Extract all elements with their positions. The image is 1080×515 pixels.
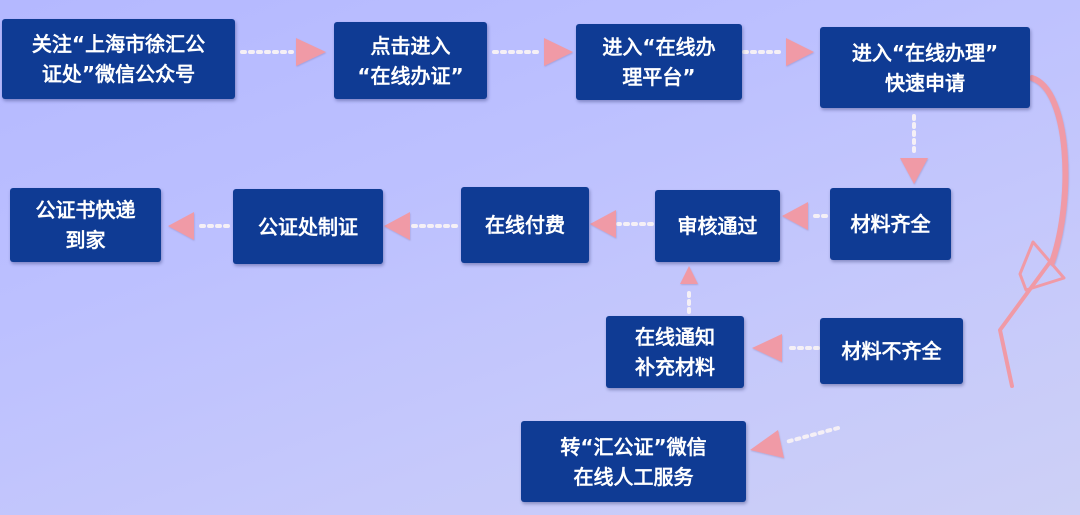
step-follow-account: 关注“上海市徐汇公 证处”微信公众号 — [2, 19, 235, 99]
arrow-click-to-platform — [492, 38, 573, 66]
arrow-notify-to-review — [680, 266, 698, 314]
step-follow-account-line-2: 证处”微信公众号 — [41, 62, 196, 86]
step-follow-account-line-1: 关注“上海市徐汇公 — [31, 32, 206, 56]
arrow-review-to-payment — [590, 210, 654, 238]
step-manual-service-line-2: 在线人工服务 — [573, 464, 694, 489]
step-notify-supplement: 在线通知 补充材料 — [606, 316, 744, 388]
step-certificate-made-label: 公证处制证 — [258, 214, 358, 239]
step-enter-platform-line-2: 理平台” — [622, 65, 696, 89]
step-online-payment-label: 在线付费 — [485, 213, 565, 237]
arrow-certificate-to-delivery — [168, 212, 230, 240]
step-click-enter-line-2: “在线办证” — [357, 63, 464, 88]
step-click-enter-line-1: 点击进入 — [370, 33, 451, 58]
arrow-apply-to-complete — [900, 114, 928, 184]
step-review-passed: 审核通过 — [655, 190, 780, 262]
step-review-passed-label: 审核通过 — [677, 214, 758, 238]
step-manual-service: 转“汇公证”微信 在线人工服务 — [521, 421, 746, 502]
arrow-incomplete-to-notify — [752, 334, 820, 362]
step-enter-platform: 进入“在线办 理平台” — [576, 24, 742, 100]
step-express-delivery-line-2: 到家 — [65, 228, 106, 252]
curved-arrow-apply-to-incomplete — [998, 75, 1069, 388]
step-quick-apply-line-2: 快速申请 — [885, 70, 965, 95]
step-quick-apply-line-1: 进入“在线办理” — [851, 40, 999, 65]
arrow-payment-to-certificate — [384, 212, 458, 240]
arrow-follow-to-click — [240, 38, 326, 66]
arrow-platform-to-apply — [742, 38, 814, 66]
step-express-delivery: 公证书快递 到家 — [10, 188, 161, 262]
step-materials-complete: 材料齐全 — [830, 188, 951, 260]
step-enter-platform-line-1: 进入“在线办 — [602, 35, 716, 59]
step-quick-apply: 进入“在线办理” 快速申请 — [820, 27, 1030, 108]
step-express-delivery-line-1: 公证书快递 — [35, 198, 136, 222]
step-materials-complete-label: 材料齐全 — [850, 212, 931, 236]
step-manual-service-line-1: 转“汇公证”微信 — [560, 434, 707, 459]
step-certificate-made: 公证处制证 — [233, 189, 383, 264]
arrow-to-manual-service — [750, 426, 840, 458]
step-online-payment: 在线付费 — [461, 187, 589, 263]
arrow-complete-to-review — [782, 202, 828, 230]
step-materials-incomplete-label: 材料不齐全 — [841, 339, 942, 363]
step-notify-supplement-line-1: 在线通知 — [635, 325, 715, 349]
step-click-enter: 点击进入 “在线办证” — [334, 22, 487, 99]
step-notify-supplement-line-2: 补充材料 — [635, 355, 715, 379]
step-materials-incomplete: 材料不齐全 — [820, 318, 963, 384]
